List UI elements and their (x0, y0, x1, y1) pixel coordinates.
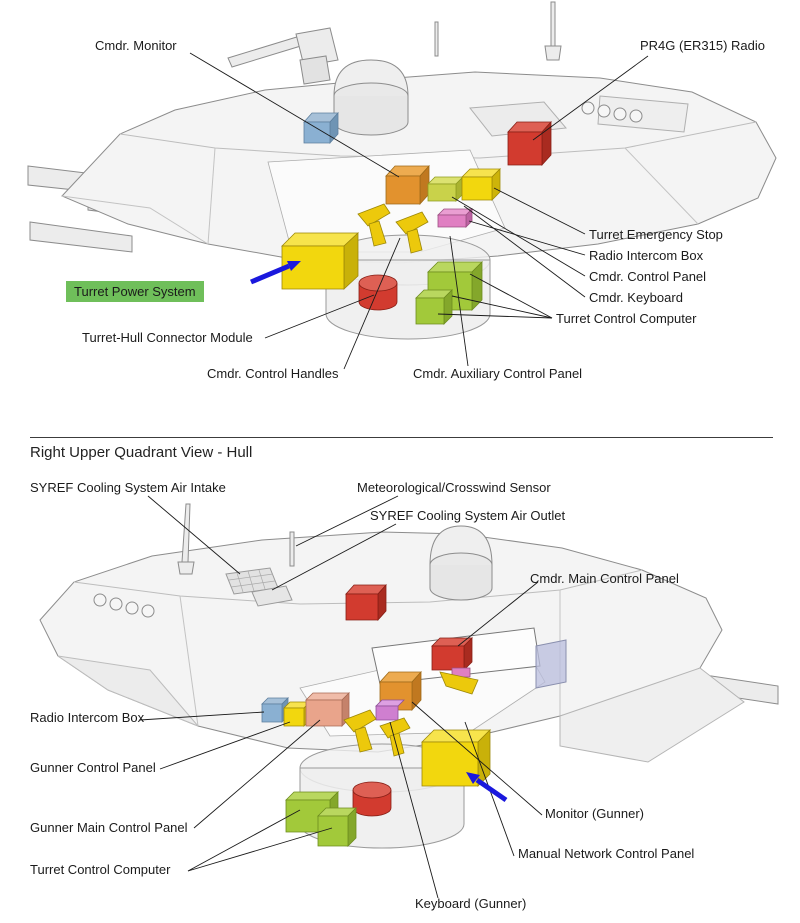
label-radio-intercom-box: Radio Intercom Box (30, 710, 145, 725)
hull-fittings (93, 503, 493, 618)
label-turret-control-computer: Turret Control Computer (556, 311, 697, 326)
turret-view-diagram: Cmdr. Monitor PR4G (ER315) Radio Turret … (0, 0, 800, 435)
label-cmdr-keyboard: Cmdr. Keyboard (589, 290, 683, 305)
label-syref-air-outlet: SYREF Cooling System Air Outlet (370, 508, 566, 523)
pointer-arrow-shaft (475, 777, 508, 803)
label-cmdr-main-control-panel: Cmdr. Main Control Panel (530, 571, 679, 586)
label-manual-network-control-panel: Manual Network Control Panel (518, 846, 695, 861)
component-cmdr-monitor (385, 164, 430, 206)
pointer-arrow-head (466, 772, 480, 784)
component-turret-power-system (281, 232, 360, 290)
component-lavender-box (535, 639, 567, 689)
label-keyboard-gunner: Keyboard (Gunner) (415, 896, 527, 911)
component-turret-power-system (421, 729, 491, 787)
component-turret-control-computer (415, 261, 483, 325)
component-turret-control-computer (285, 791, 357, 847)
component-red-box-upper (345, 583, 387, 622)
label-cmdr-monitor: Cmdr. Monitor (95, 38, 177, 53)
component-gunner-main-control-panel (305, 692, 350, 727)
pointer-arrow (466, 772, 508, 803)
hull-view-illustration (39, 495, 779, 899)
label-radio-intercom-box: Radio Intercom Box (589, 248, 704, 263)
component-cmdr-control-panel (427, 176, 464, 202)
label-gunner-control-panel: Gunner Control Panel (30, 760, 156, 775)
section-divider (30, 437, 773, 438)
machine-gun (227, 27, 339, 85)
component-blue-box (303, 111, 339, 145)
component-gunner-control-handles (343, 709, 411, 757)
smoke-launchers (581, 101, 643, 123)
label-cmdr-auxiliary-control-panel: Cmdr. Auxiliary Control Panel (413, 366, 583, 381)
component-radio-intercom-box (261, 697, 289, 723)
label-turret-control-computer: Turret Control Computer (30, 862, 171, 877)
gunner-sight-dome (429, 525, 493, 601)
component-turret-emergency-stop (461, 168, 501, 201)
turret-fittings (227, 1, 643, 136)
leader-lines (139, 495, 543, 899)
smoke-launchers (93, 593, 155, 618)
component-yellow-pointer (439, 671, 479, 695)
crosswind-sensor-mast (289, 531, 295, 567)
syref-air-outlet-grille (251, 585, 293, 607)
hull-view-diagram: SYREF Cooling System Air Intake Meteorol… (0, 470, 800, 923)
label-cmdr-control-handles: Cmdr. Control Handles (207, 366, 339, 381)
label-turret-power-system: Turret Power System (66, 281, 204, 302)
label-cmdr-control-panel: Cmdr. Control Panel (589, 269, 707, 284)
label-monitor-gunner: Monitor (Gunner) (545, 806, 644, 821)
component-turret-hull-connector-module (352, 781, 392, 817)
component-cmdr-main-control-panel (431, 637, 473, 671)
syref-air-intake-grille (225, 567, 279, 595)
antenna (177, 503, 195, 575)
component-turret-hull-connector-module (358, 274, 398, 311)
label-pr4g-radio: PR4G (ER315) Radio (640, 38, 765, 53)
component-cmdr-control-handles (357, 203, 429, 254)
label-met-crosswind-sensor: Meteorological/Crosswind Sensor (357, 480, 551, 495)
commander-cupola (333, 59, 409, 136)
label-turret-emergency-stop: Turret Emergency Stop (589, 227, 723, 242)
antenna (434, 1, 562, 61)
pointer-arrow-head (287, 261, 301, 271)
label-gunner-main-control-panel: Gunner Main Control Panel (30, 820, 188, 835)
component-pink-box (451, 667, 471, 678)
label-turret-hull-connector-module: Turret-Hull Connector Module (82, 330, 253, 345)
section-heading: Right Upper Quadrant View - Hull (30, 444, 253, 461)
turret-view-illustration (27, 1, 777, 370)
component-pr4g-radio (507, 120, 552, 167)
tank-hull-wireframe (39, 531, 779, 763)
component-radio-intercom-box (437, 208, 473, 228)
pointer-arrow-shaft (250, 263, 290, 285)
label-syref-air-intake: SYREF Cooling System Air Intake (30, 480, 226, 495)
leader-lines (189, 52, 649, 370)
pointer-arrow (250, 261, 301, 285)
